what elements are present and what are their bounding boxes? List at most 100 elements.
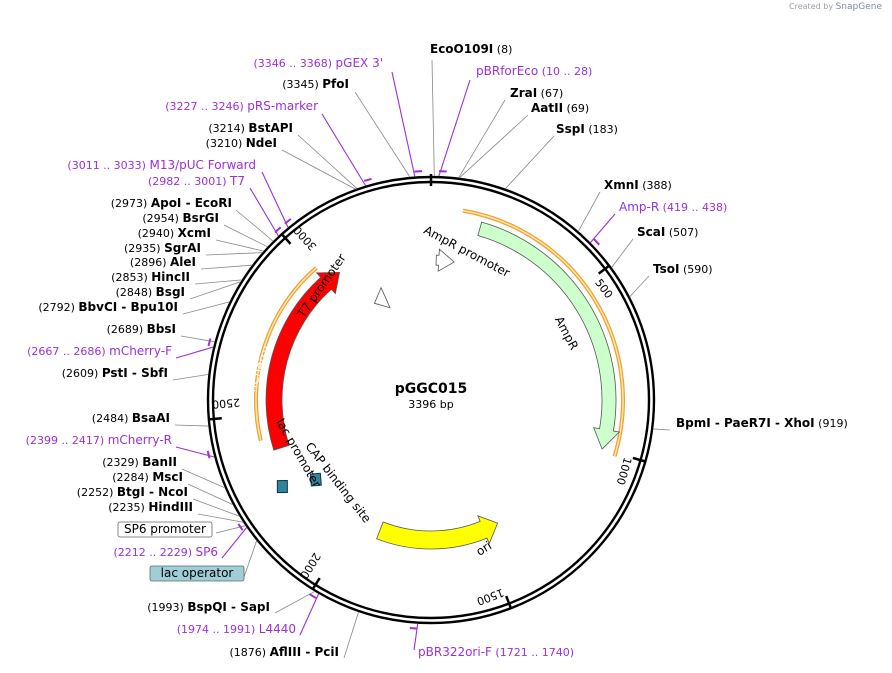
label-pbrforeco[interactable]: pBRforEco (10 .. 28) <box>476 64 592 78</box>
feature-t7-promoter[interactable] <box>373 286 391 309</box>
label-pos: (3345) <box>282 78 322 91</box>
label-lac-operator[interactable]: lac operator <box>161 566 234 580</box>
plasmid-name: pGGC015 <box>395 381 468 397</box>
leader-msci <box>187 483 234 506</box>
feature-ampr-promoter[interactable] <box>435 248 455 272</box>
label-apoi-ecori[interactable]: (2973) ApoI - EcoRI <box>111 196 232 210</box>
feature-ori[interactable] <box>376 515 499 550</box>
box-sp6-promoter[interactable] <box>117 521 213 538</box>
leader-t7 <box>249 187 279 237</box>
label-btgi-ncoi[interactable]: (2252) BtgI - NcoI <box>77 485 188 499</box>
leader-psti-sbfi <box>172 373 209 381</box>
label-name: HincII <box>151 270 190 284</box>
label-sgrai[interactable]: (2935) SgrAI <box>124 241 201 255</box>
ring-tick-1000 <box>632 456 646 463</box>
label-pos: (3227 .. 3246) <box>165 100 247 113</box>
label-sspi[interactable]: SspI (183) <box>556 122 618 136</box>
ring-tick-2000 <box>311 577 321 590</box>
label-bsaai[interactable]: (2484) BsaAI <box>92 411 170 425</box>
label-name: HindIII <box>148 500 193 514</box>
label-name: XmnI <box>604 178 639 192</box>
label-name: M13/pUC Forward <box>149 158 256 172</box>
label-name: pBR322ori-F <box>418 645 492 659</box>
label-name: mCherry-R <box>108 433 172 447</box>
leader-xmni <box>577 191 601 232</box>
feature-label-t7-promoter: T7 promoter <box>294 251 349 321</box>
primer-mark-mcherry-r <box>206 450 211 459</box>
label-psti-sbfi[interactable]: (2609) PstI - SbfI <box>62 366 168 380</box>
label-pos: (1721 .. 1740) <box>492 646 574 659</box>
feature-cap-box-2[interactable] <box>309 472 322 487</box>
leader-btgi-ncoi <box>192 498 240 517</box>
label-scai[interactable]: ScaI (507) <box>637 225 698 239</box>
label-hincii[interactable]: (2853) HincII <box>111 270 190 284</box>
label-name: BsaAI <box>132 411 170 425</box>
label-banii[interactable]: (2329) BanII <box>102 455 177 469</box>
label-sp6[interactable]: (2212 .. 2229) SP6 <box>113 545 218 559</box>
ring-tick-label-2500: 2500 <box>212 395 241 410</box>
box-lac-operator[interactable] <box>149 565 245 582</box>
label-bspqi-sapi[interactable]: (1993) BspQI - SapI <box>147 600 270 614</box>
label-bbvci-bpu10i[interactable]: (2792) BbvCI - Bpu10I <box>38 300 178 314</box>
label-bstapi[interactable]: (3214) BstAPI <box>208 121 293 135</box>
label-pos: (2212 .. 2229) <box>113 546 195 559</box>
label-ndei[interactable]: (3210) NdeI <box>206 136 277 150</box>
label-hindiii[interactable]: (2235) HindIII <box>108 500 193 514</box>
label-name: MscI <box>152 470 183 484</box>
leader-banii <box>181 468 226 489</box>
label-name: pRS-marker <box>247 99 318 113</box>
feature-ampr[interactable] <box>477 221 621 450</box>
ring-tick-3000 <box>280 233 292 245</box>
label-pfoi[interactable]: (3345) PfoI <box>282 77 349 91</box>
label-zrai[interactable]: ZraI (67) <box>510 86 563 100</box>
label-pos: (10 .. 28) <box>538 65 592 78</box>
label-pos: (2235) <box>108 501 148 514</box>
label-name: mCherry-F <box>109 344 172 358</box>
label-aatii[interactable]: AatII (69) <box>531 101 589 115</box>
leader-pbrforeco <box>438 79 471 177</box>
primer-mark-t7 <box>274 226 282 234</box>
leader-afliii-pcii <box>343 611 359 659</box>
label-pos: (2935) <box>124 242 164 255</box>
ring-tick-label-1000: 1000 <box>614 456 634 486</box>
label-prs-marker[interactable]: (3227 .. 3246) pRS-marker <box>165 99 318 113</box>
label-amp-r[interactable]: Amp-R (419 .. 438) <box>619 200 727 214</box>
label-pos: (2973) <box>111 197 151 210</box>
credit-prefix: Created by <box>789 2 834 11</box>
label-bpmi-paer7i-xhoi[interactable]: BpmI - PaeR7I - XhoI (919) <box>676 416 848 430</box>
label-name: BpmI - PaeR7I - XhoI <box>676 416 815 430</box>
label-mcherry-r[interactable]: (2399 .. 2417) mCherry-R <box>26 433 172 447</box>
label-afliii-pcii[interactable]: (1876) AflIII - PciI <box>230 645 339 659</box>
label-bbsi[interactable]: (2689) BbsI <box>107 322 176 336</box>
label-bsrgi[interactable]: (2954) BsrGI <box>142 211 219 225</box>
leader-bspqi-sapi <box>274 591 315 614</box>
label-t7[interactable]: (2982 .. 3001) T7 <box>148 174 245 188</box>
label-bsgi[interactable]: (2848) BsgI <box>116 285 185 299</box>
label-name: PstI - SbfI <box>102 366 168 380</box>
label-name: L4440 <box>259 622 296 636</box>
label-name: TsoI <box>653 262 679 276</box>
label-msci[interactable]: (2284) MscI <box>112 470 183 484</box>
label-pos: (507) <box>665 226 698 239</box>
leader-aatii <box>459 114 529 179</box>
label-mcherry-f[interactable]: (2667 .. 2686) mCherry-F <box>27 344 172 358</box>
label-m13-puc-forward[interactable]: (3011 .. 3033) M13/pUC Forward <box>67 158 256 172</box>
label-xcmi[interactable]: (2940) XcmI <box>138 226 211 240</box>
label-alei[interactable]: (2896) AleI <box>130 255 196 269</box>
label-sp6-promoter[interactable]: SP6 promoter <box>124 522 206 536</box>
label-xmni[interactable]: XmnI (388) <box>604 178 672 192</box>
label-name: BsgI <box>156 285 185 299</box>
label-l4440[interactable]: (1974 .. 1991) L4440 <box>177 622 296 636</box>
label-name: SP6 <box>196 545 219 559</box>
label-name: Amp-R <box>619 200 659 214</box>
label-ecoo109i[interactable]: EcoO109I (8) <box>430 42 512 56</box>
label-pgex-3[interactable]: (3346 .. 3368) pGEX 3' <box>253 56 383 70</box>
leader-pgex-3 <box>391 71 416 177</box>
feature-cap-box-1[interactable] <box>276 480 288 494</box>
label-pos: (3210) <box>206 137 246 150</box>
feature-mcherry[interactable] <box>265 271 341 451</box>
label-tsoi[interactable]: TsoI (590) <box>653 262 713 276</box>
label-pbr322ori-f[interactable]: pBR322ori-F (1721 .. 1740) <box>418 645 574 659</box>
label-pos: (2284) <box>112 471 152 484</box>
